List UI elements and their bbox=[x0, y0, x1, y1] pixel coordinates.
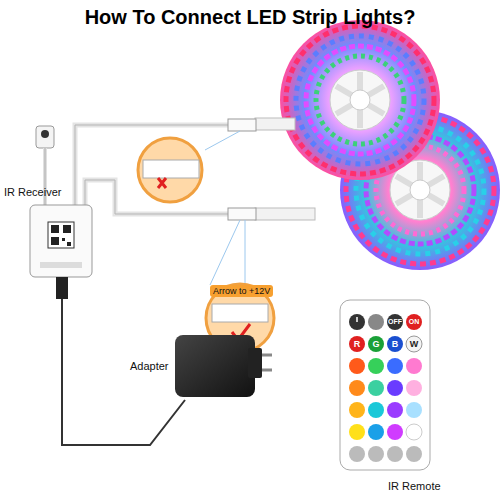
button-label: W bbox=[410, 339, 419, 349]
part-label: IR Receiver bbox=[4, 186, 61, 199]
callout-label: Arrow to +12V bbox=[210, 285, 273, 297]
title: How To Connect LED Strip Lights? bbox=[85, 6, 416, 29]
button-label: B bbox=[392, 339, 399, 349]
part-label: Adapter bbox=[130, 360, 169, 373]
strip-end bbox=[255, 118, 295, 130]
connector bbox=[228, 208, 256, 220]
button-label: G bbox=[372, 339, 379, 349]
ir-remote bbox=[340, 300, 430, 470]
strip-end bbox=[255, 208, 315, 220]
button-label: R bbox=[354, 339, 361, 349]
zoom-callout bbox=[138, 138, 202, 202]
dc-jack bbox=[56, 277, 68, 299]
controller bbox=[30, 205, 92, 277]
led-reel bbox=[280, 20, 440, 180]
button-label: ON bbox=[409, 318, 420, 326]
part-label: IR Remote bbox=[388, 480, 441, 493]
adapter bbox=[175, 335, 272, 397]
ir-receiver-head bbox=[36, 126, 54, 148]
connector bbox=[228, 119, 256, 131]
button-label: OFF bbox=[388, 318, 402, 326]
